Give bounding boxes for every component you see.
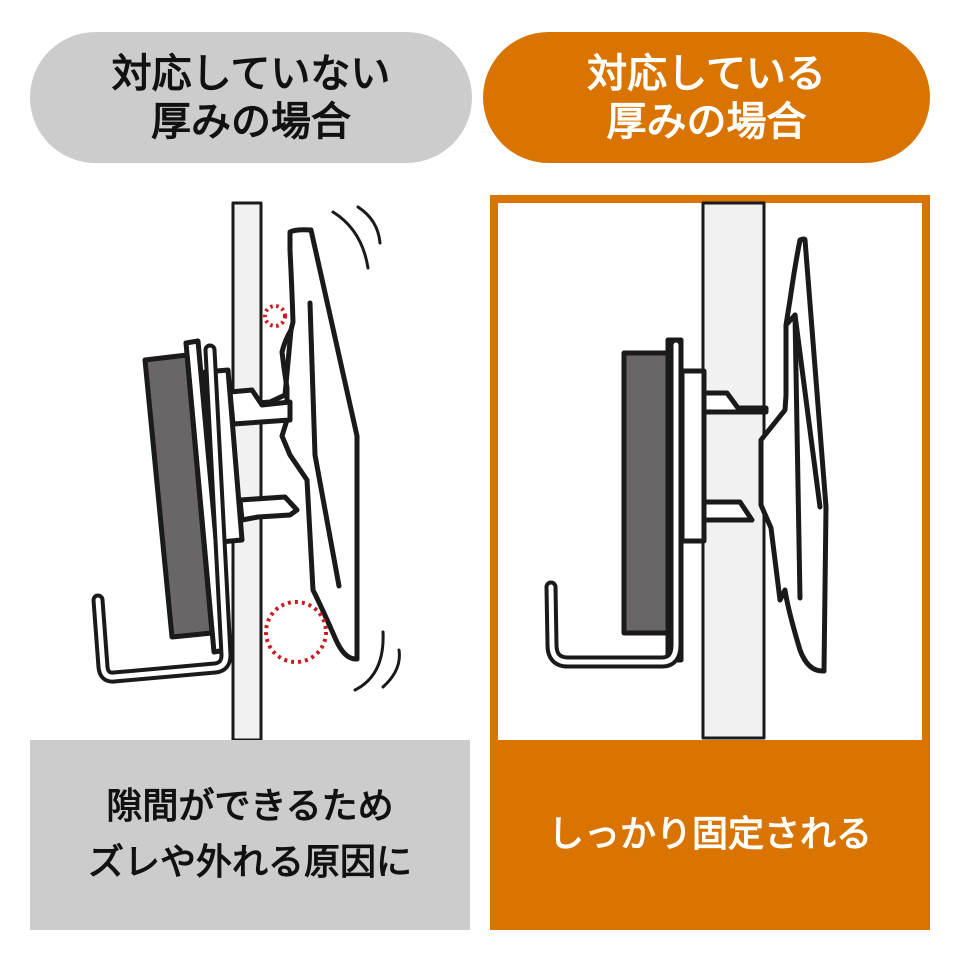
caption-line-2: ズレや外れる原因に bbox=[87, 842, 412, 883]
left-illustration bbox=[91, 201, 401, 742]
gap-marker-top bbox=[263, 304, 287, 328]
suction-cup-icon bbox=[279, 227, 360, 662]
magnet-block bbox=[142, 352, 215, 640]
header-line-2: 厚みの場合 bbox=[606, 98, 807, 145]
header-line-2: 厚みの場合 bbox=[151, 98, 351, 145]
suction-cup-icon bbox=[758, 236, 829, 674]
caption-line-1: 隙間ができるため bbox=[106, 786, 394, 827]
unsupported-caption: 隙間ができるため ズレや外れる原因に bbox=[30, 740, 470, 930]
suction-cup-inner bbox=[783, 312, 823, 510]
gap-marker-bottom bbox=[264, 600, 328, 664]
magnet-block bbox=[621, 350, 671, 636]
header-line-1: 対応している bbox=[587, 50, 826, 97]
board-panel bbox=[701, 201, 766, 740]
supported-thickness-header: 対応している 厚みの場合 bbox=[483, 32, 930, 163]
suction-cup-inner bbox=[307, 300, 342, 589]
header-line-1: 対応していない bbox=[111, 50, 391, 97]
wobble-mark-icon bbox=[331, 210, 370, 270]
mount-plate bbox=[679, 368, 707, 544]
supported-caption: しっかり固定される bbox=[490, 740, 930, 930]
caption-line-1: しっかり固定される bbox=[547, 814, 872, 855]
right-illustration bbox=[544, 201, 829, 740]
unsupported-thickness-header: 対応していない 厚みの場合 bbox=[30, 32, 472, 163]
